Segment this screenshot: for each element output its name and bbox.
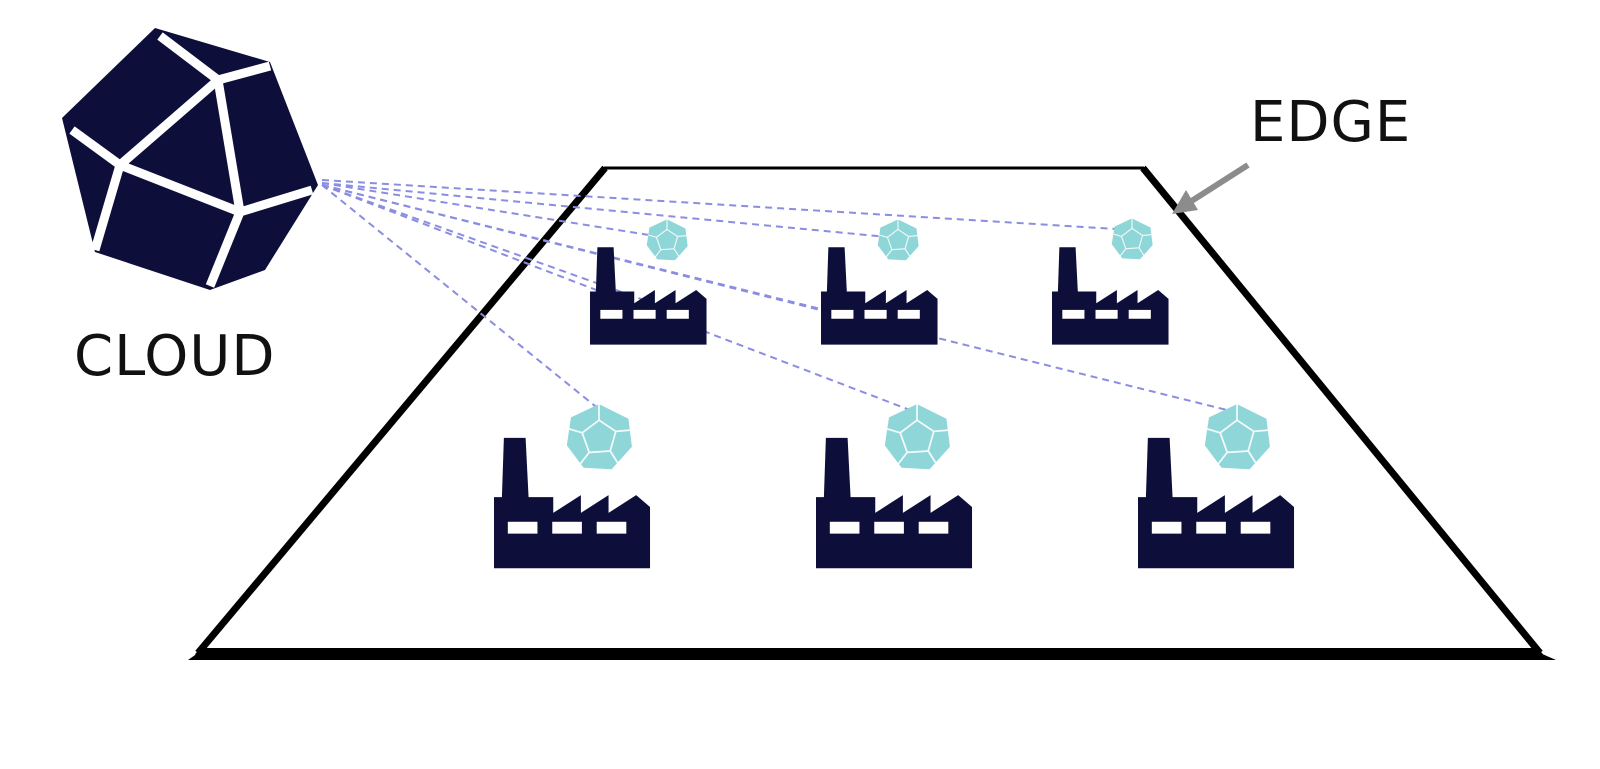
edge-platform-left-edge xyxy=(195,165,608,656)
connection-line xyxy=(321,182,669,239)
cloud-dodecahedron-icon xyxy=(62,28,318,290)
cloud-label: CLOUD xyxy=(74,324,276,389)
arrow-icon xyxy=(1172,162,1250,214)
connection-lines xyxy=(321,179,1236,413)
edge-label: EDGE xyxy=(1250,90,1412,155)
connection-line xyxy=(321,184,701,321)
connection-line xyxy=(321,179,1133,231)
connection-line xyxy=(321,182,899,239)
connection-line xyxy=(321,184,861,321)
edge-platform-right-edge xyxy=(1140,165,1543,656)
